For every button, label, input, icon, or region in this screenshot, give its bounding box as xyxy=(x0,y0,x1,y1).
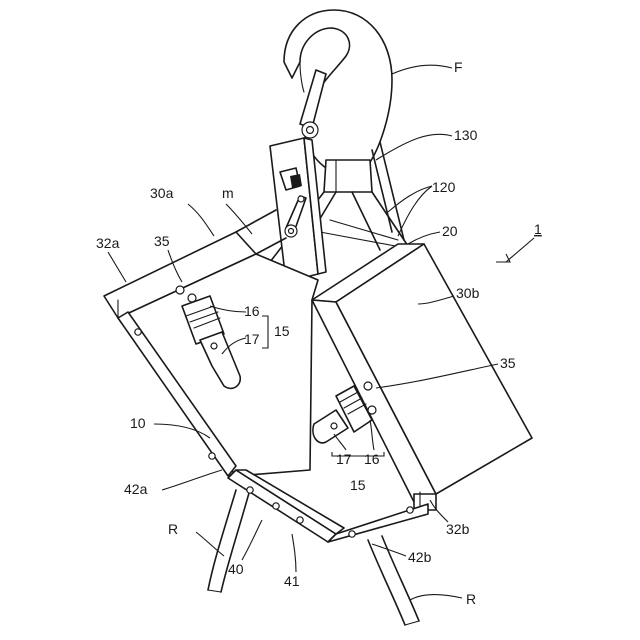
label-box-right: 30b xyxy=(456,285,480,301)
label-clamp-right: 15 xyxy=(350,477,366,493)
label-m: m xyxy=(222,185,234,201)
box-right xyxy=(312,244,532,510)
label-rope-right: R xyxy=(466,591,476,607)
label-lever-left: 17 xyxy=(244,331,260,347)
label-bottom-42b: 42b xyxy=(408,549,432,565)
label-lever-right: 17 xyxy=(336,451,352,467)
label-bottom-plate: 40 xyxy=(228,561,244,577)
label-spring-right: 16 xyxy=(364,451,380,467)
label-fastener-right: 35 xyxy=(500,355,516,371)
label-struts: 120 xyxy=(432,179,456,195)
label-strip-right: 32b xyxy=(446,521,470,537)
label-assembly: 1 xyxy=(534,221,542,237)
label-spring-left: 16 xyxy=(244,303,260,319)
label-housing: 10 xyxy=(130,415,146,431)
label-plate-left: 32a xyxy=(96,235,120,251)
label-fastener-left: 35 xyxy=(154,233,170,249)
label-hook: F xyxy=(454,59,463,75)
label-bottom-41: 41 xyxy=(284,573,300,589)
label-upper-frame: 130 xyxy=(454,127,478,143)
label-strip-left: 42a xyxy=(124,481,148,497)
bottom-plate xyxy=(228,470,428,542)
label-clamp-left: 15 xyxy=(274,323,290,339)
label-rope-left: R xyxy=(168,521,178,537)
label-frame-20: 20 xyxy=(442,223,458,239)
label-lid-left: 30a xyxy=(150,185,174,201)
